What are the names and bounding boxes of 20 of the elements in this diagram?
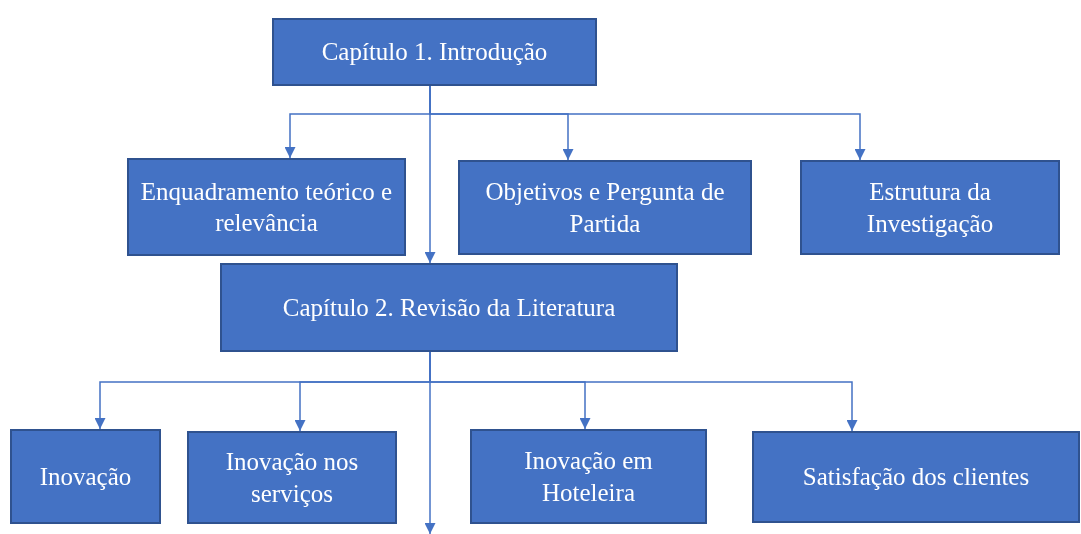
box-label: Enquadramento teórico e relevância [139, 176, 394, 238]
process-box [470, 429, 707, 524]
box-label: Objetivos e Pergunta de Partida [484, 177, 726, 239]
box-label: Inovação [39, 461, 132, 492]
process-box [127, 158, 406, 256]
arrow [424, 351, 436, 534]
process-box [10, 429, 161, 524]
box-label: Capítulo 1. Introdução [321, 37, 548, 68]
box-label: Satisfação dos clientes [802, 462, 1030, 493]
box-label: Inovação nos serviços [224, 447, 360, 509]
process-box [752, 431, 1080, 523]
process-box [458, 160, 752, 255]
process-box [800, 160, 1060, 255]
process-box [187, 431, 397, 524]
box-label: Estrutura da Investigação [865, 177, 995, 239]
process-box [272, 18, 597, 86]
process-box [220, 263, 678, 352]
box-label: Inovação em Hoteleira [523, 446, 654, 508]
arrow [424, 85, 436, 264]
box-label: Capítulo 2. Revisão da Literatura [282, 292, 616, 323]
